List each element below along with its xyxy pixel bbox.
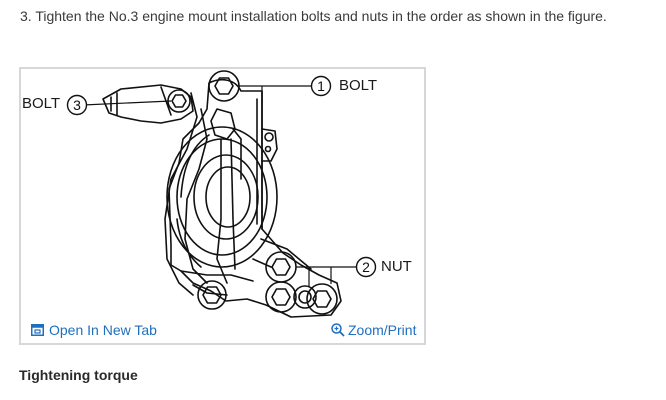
figure-panel: 3 1 2 BOLT BOLT NUT Open In New Tab Zoom…: [19, 67, 426, 345]
zoom-icon: [331, 323, 345, 337]
callout-number-2: 2: [362, 259, 370, 275]
open-in-new-tab-link[interactable]: Open In New Tab: [31, 322, 157, 338]
open-in-new-tab-icon: [31, 324, 44, 336]
zoom-print-label: Zoom/Print: [348, 322, 417, 338]
callout-label-bolt3: BOLT: [22, 95, 61, 112]
callout-number-1: 1: [317, 78, 325, 94]
callout-number-3: 3: [73, 97, 81, 113]
instruction-step-text: 3. Tighten the No.3 engine mount install…: [20, 8, 607, 24]
zoom-print-link[interactable]: Zoom/Print: [331, 322, 416, 338]
open-in-new-tab-label: Open In New Tab: [49, 322, 157, 338]
callout-label-bolt1: BOLT: [339, 77, 378, 94]
engine-mount-diagram: 3 1 2: [66, 70, 377, 318]
callout-label-nut2: NUT: [381, 258, 412, 275]
section-heading-tightening-torque: Tightening torque: [19, 367, 138, 383]
